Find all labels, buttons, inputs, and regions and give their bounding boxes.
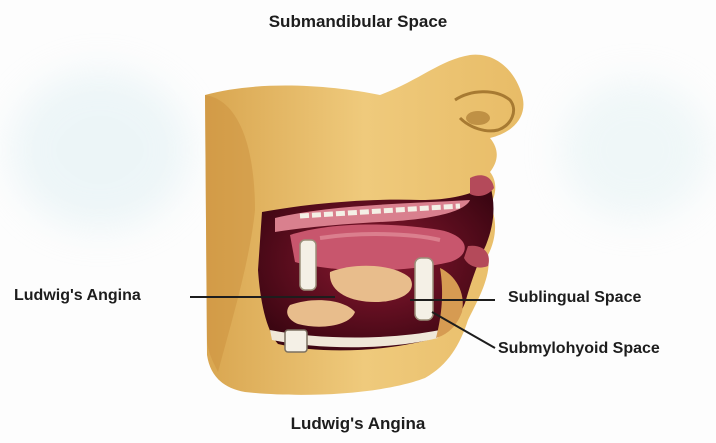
molar-tooth: [300, 240, 316, 290]
canine-tooth: [415, 258, 433, 320]
label-submylohyoid-space: Submylohyoid Space: [498, 340, 660, 358]
label-ludwigs-angina: Ludwig's Angina: [14, 287, 141, 305]
label-sublingual-space: Sublingual Space: [508, 289, 641, 307]
hyoid-bone: [285, 330, 307, 352]
diagram-caption: Ludwig's Angina: [0, 414, 716, 434]
nostril: [466, 111, 490, 125]
